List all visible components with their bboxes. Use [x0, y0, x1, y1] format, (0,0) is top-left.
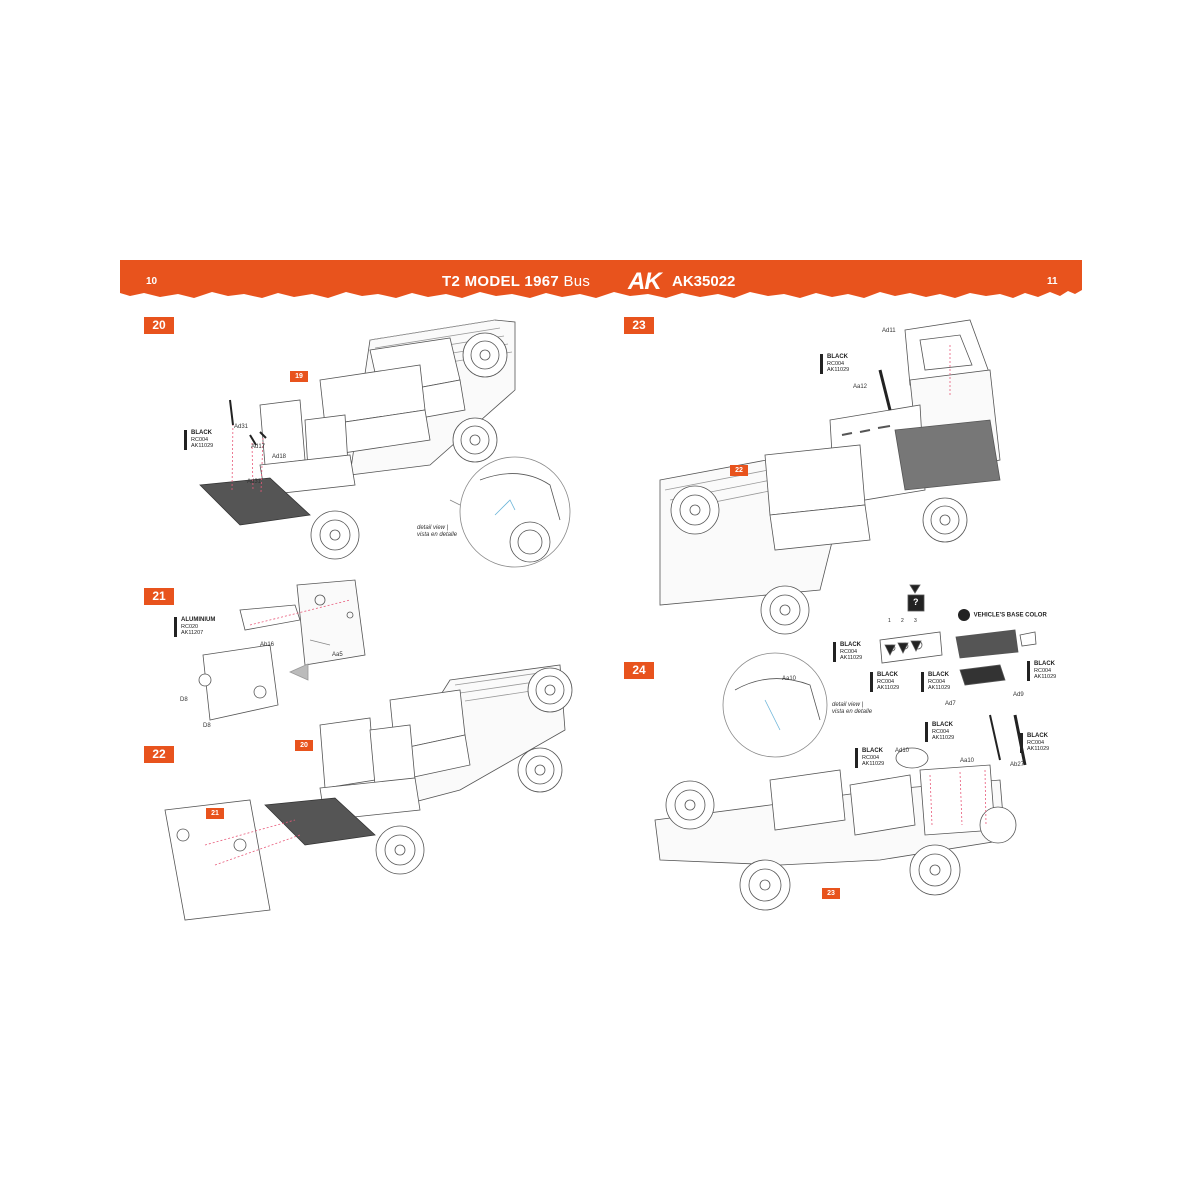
part-label-ad31: Ad31	[234, 424, 249, 430]
gauge-mark-4: 4	[914, 579, 917, 585]
part-label-aa12: Aa12	[853, 384, 868, 390]
assembly-drawings	[164, 319, 1037, 921]
step-20-ref: 19	[290, 371, 308, 382]
gauge-mark-2: 2	[901, 618, 904, 624]
paint-callout-black-wheel: BLACK RC004 AK11029	[855, 748, 884, 768]
step24-drawing	[654, 584, 1037, 911]
part-label-ad17: Ad17	[251, 444, 266, 450]
part-label-aa10-b: Aa10	[960, 758, 975, 764]
paint-callout-black-s23: BLACK RC004 AK11029	[820, 354, 849, 374]
step-22-badge: 22	[144, 746, 174, 763]
instruction-spread: 10 T2 MODEL 1967 Bus AK AK35022 11	[120, 260, 1082, 940]
paint-callout-black-gauges: BLACK RC004 AK11029	[833, 642, 862, 662]
part-label-aa10: Aa10	[782, 676, 797, 682]
paint-callout-black-s20: BLACK RC004 AK11029	[184, 430, 213, 450]
part-label-aa5: Aa5	[332, 652, 343, 658]
part-label-d8-b: D8	[203, 723, 211, 729]
step-23-badge: 23	[624, 317, 654, 334]
title-model: T2 MODEL 1967	[442, 273, 560, 290]
step22-drawing	[164, 664, 573, 921]
detail-view-note-s24: detail view | vista en detalle	[832, 702, 873, 715]
part-label-ab27: Ab27	[1010, 762, 1025, 768]
page-number-left: 10	[146, 276, 158, 287]
part-label-ad7: Ad7	[945, 701, 956, 707]
part-label-ad9: Ad9	[1013, 692, 1024, 698]
part-label-ad18: Ad18	[272, 454, 287, 460]
detail-view-note-s20: detail view | vista en detalle	[417, 525, 458, 538]
paint-callout-black-trim: BLACK RC004 AK11029	[1027, 661, 1056, 681]
step20-drawing	[199, 319, 571, 568]
step-22-ref-b: 21	[206, 808, 224, 819]
paint-callout-black-column: BLACK RC004 AK11029	[925, 722, 954, 742]
page-number-right: 11	[1047, 276, 1058, 287]
step-24-badge: 24	[624, 662, 654, 679]
paint-callout-black-radio: BLACK RC004 AK11029	[921, 672, 950, 692]
step-20-badge: 20	[144, 317, 174, 334]
part-label-ad10: Ad10	[895, 748, 910, 754]
document-title: T2 MODEL 1967 Bus	[442, 273, 590, 290]
ak-logo: AK	[628, 268, 662, 295]
unknown-color-mark: ?	[913, 597, 919, 607]
step21-drawing	[198, 579, 366, 721]
step-24-ref: 23	[822, 888, 840, 899]
paint-callout-base-color: VEHICLE'S BASE COLOR	[958, 609, 1047, 621]
title-type: Bus	[563, 273, 591, 290]
gauge-mark-1: 1	[888, 618, 891, 624]
part-label-ad11: Ad11	[882, 328, 896, 334]
paint-callout-black-lever: BLACK RC004 AK11029	[1020, 733, 1049, 753]
step-22-ref-a: 20	[295, 740, 313, 751]
step-21-badge: 21	[144, 588, 174, 605]
part-label-ad31-b: Ad31	[247, 479, 262, 485]
header-banner: 10 T2 MODEL 1967 Bus AK AK35022 11	[120, 260, 1082, 304]
paint-splash-icon	[958, 609, 970, 621]
gauge-mark-3: 3	[914, 618, 917, 624]
paint-callout-black-panel: BLACK RC004 AK11029	[870, 672, 899, 692]
part-label-d8-a: D8	[180, 697, 188, 703]
part-label-ab16: Ab16	[260, 642, 275, 648]
product-code: AK35022	[672, 273, 736, 290]
step-23-ref: 22	[730, 465, 748, 476]
step23-drawing	[659, 319, 1001, 635]
paint-callout-aluminium: ALUMINIUM RC020 AK11207	[174, 617, 215, 637]
